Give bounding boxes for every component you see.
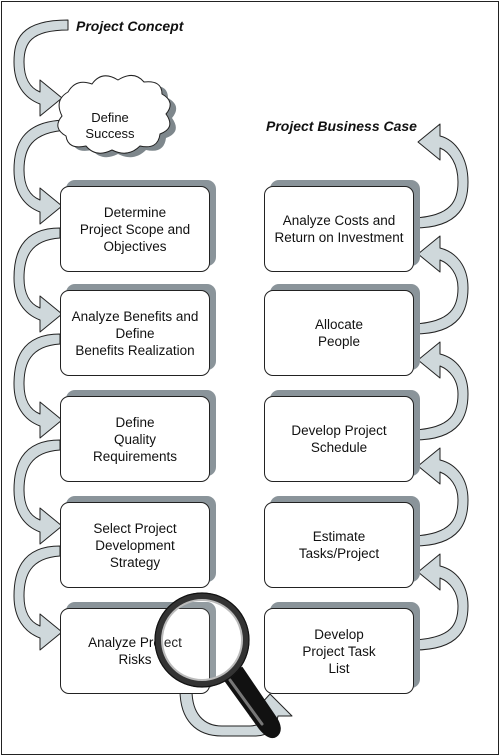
step-analyze-benefits: Analyze Benefits and Define Benefits Rea…	[60, 290, 210, 376]
cloud-shape	[57, 75, 177, 158]
step-label: Determine Project Scope and Objectives	[79, 204, 191, 254]
step-label: Analyze Costs and Return on Investment	[274, 213, 404, 245]
step-analyze-costs: Analyze Costs and Return on Investment	[264, 186, 414, 272]
step-develop-task-list: Develop Project Task List	[264, 608, 414, 694]
step-allocate-people: Allocate People	[264, 290, 414, 376]
step-analyze-risks: Analyze Project Risks	[60, 608, 210, 694]
step-label: Select Project Development Strategy	[93, 520, 177, 570]
step-label: Develop Project Task List	[302, 626, 376, 676]
step-select-strategy: Select Project Development Strategy	[60, 502, 210, 588]
step-label: Estimate Tasks/Project	[298, 529, 380, 561]
project-concept-heading: Project Concept	[76, 18, 184, 34]
step-label: Develop Project Schedule	[291, 423, 387, 455]
project-business-case-heading: Project Business Case	[266, 118, 417, 134]
step-label: Define Quality Requirements	[92, 414, 178, 464]
step-label: Analyze Benefits and Define Benefits Rea…	[71, 308, 199, 358]
step-label: Allocate People	[314, 317, 364, 349]
step-estimate-tasks: Estimate Tasks/Project	[264, 502, 414, 588]
step-determine-scope: Determine Project Scope and Objectives	[60, 186, 210, 272]
step-develop-schedule: Develop Project Schedule	[264, 396, 414, 482]
step-define-quality: Define Quality Requirements	[60, 396, 210, 482]
curved-arrow-icon	[413, 123, 469, 229]
define-success-label: Define Success	[85, 110, 135, 141]
